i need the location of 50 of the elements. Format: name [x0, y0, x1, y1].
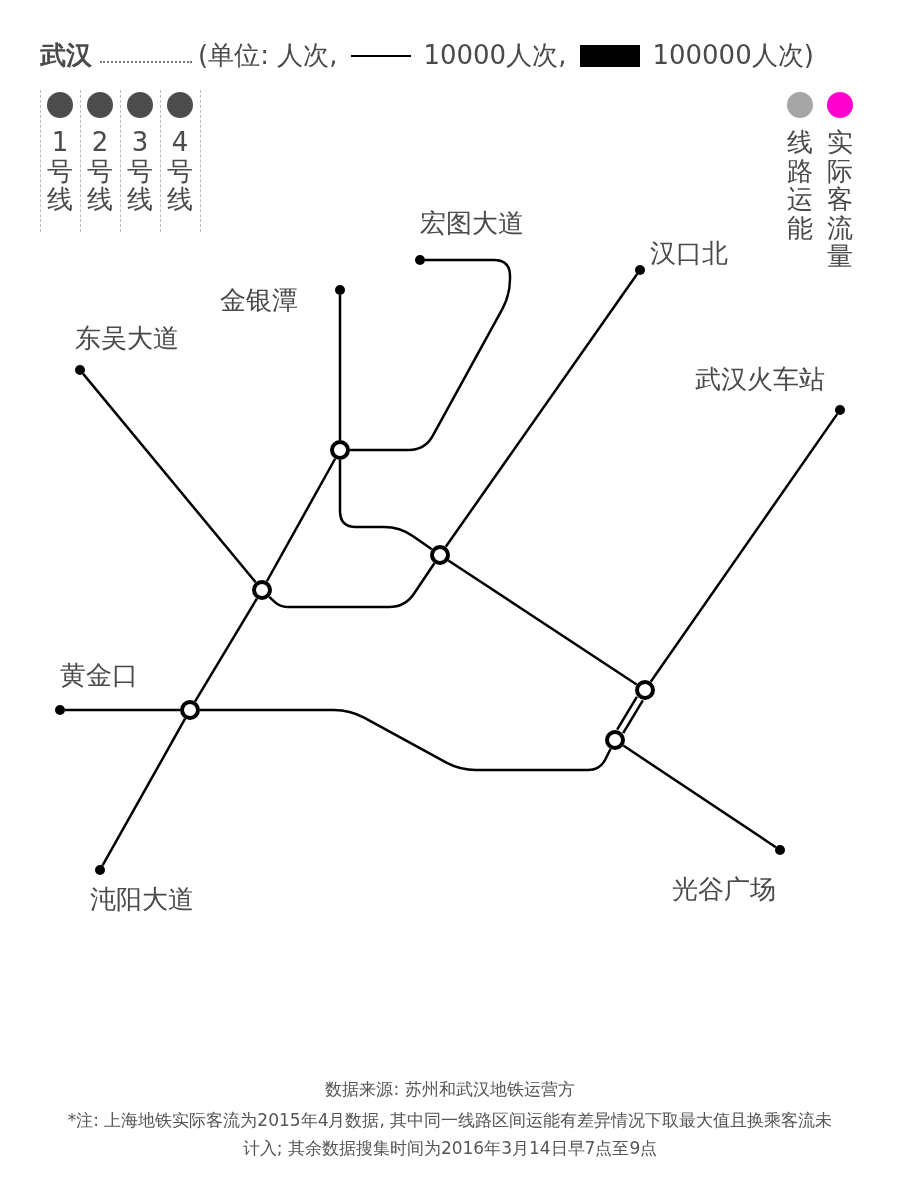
station-dot [635, 265, 645, 275]
metro-line [350, 258, 512, 452]
unit-note: (单位: 人次, [198, 39, 338, 72]
station-dot [55, 705, 65, 715]
metro-line [82, 373, 257, 584]
source-caption: 数据来源: 苏州和武汉地铁运营方 [324, 1078, 576, 1101]
legend-text: 线路运能 [787, 128, 813, 243]
legend-text: 3号线 [127, 128, 153, 214]
legend-text: 100000人次) [652, 39, 814, 72]
metro-line [444, 273, 639, 548]
title: 武汉 [40, 39, 92, 72]
station-dot [75, 365, 85, 375]
station-name: 宏图大道 [420, 210, 524, 236]
transfer-station [430, 545, 450, 565]
station-name: 东吴大道 [75, 325, 179, 351]
legend-text: 2号线 [87, 128, 113, 214]
station-name: 金银潭 [220, 287, 298, 313]
transfer-station [180, 700, 200, 720]
transfer-station [605, 730, 625, 750]
metro-line [268, 562, 436, 609]
metro-line [65, 708, 180, 712]
metro-line [265, 458, 337, 582]
station-name: 武汉火车站 [695, 366, 825, 392]
transfer-station [252, 580, 272, 600]
metro-line [338, 295, 342, 440]
metro-line [200, 708, 612, 772]
station-name: 黄金口 [60, 662, 138, 688]
metro-line [622, 744, 777, 849]
legend-text: 1号线 [47, 128, 73, 214]
station-name: 沌阳大道 [90, 886, 194, 912]
station-dot [335, 285, 345, 295]
legend-text: 10000人次, [423, 39, 567, 72]
station-dot [835, 405, 845, 415]
legend-text: 4号线 [167, 128, 193, 214]
station-dot [775, 845, 785, 855]
metro-line [649, 413, 839, 683]
station-dot [95, 865, 105, 875]
metro-line [616, 696, 638, 731]
station-name: 光谷广场 [672, 876, 776, 902]
metro-line [338, 460, 433, 551]
metro-line [101, 718, 187, 867]
transfer-station [635, 680, 655, 700]
metro-line [447, 559, 638, 686]
metro-line [194, 597, 258, 703]
legend-text: 实际客流量 [827, 128, 853, 271]
station-dot [415, 255, 425, 265]
station-name: 汉口北 [650, 240, 728, 266]
transfer-station [330, 440, 350, 460]
metro-line [622, 699, 644, 734]
footnote: *注: 上海地铁实际客流为2015年4月数据, 其中同一线路区间运能有差异情况下取最大值且换乘客流未计入; 其余数据搜集时间为2016年3月14日早7点至9点 [66, 1109, 834, 1160]
